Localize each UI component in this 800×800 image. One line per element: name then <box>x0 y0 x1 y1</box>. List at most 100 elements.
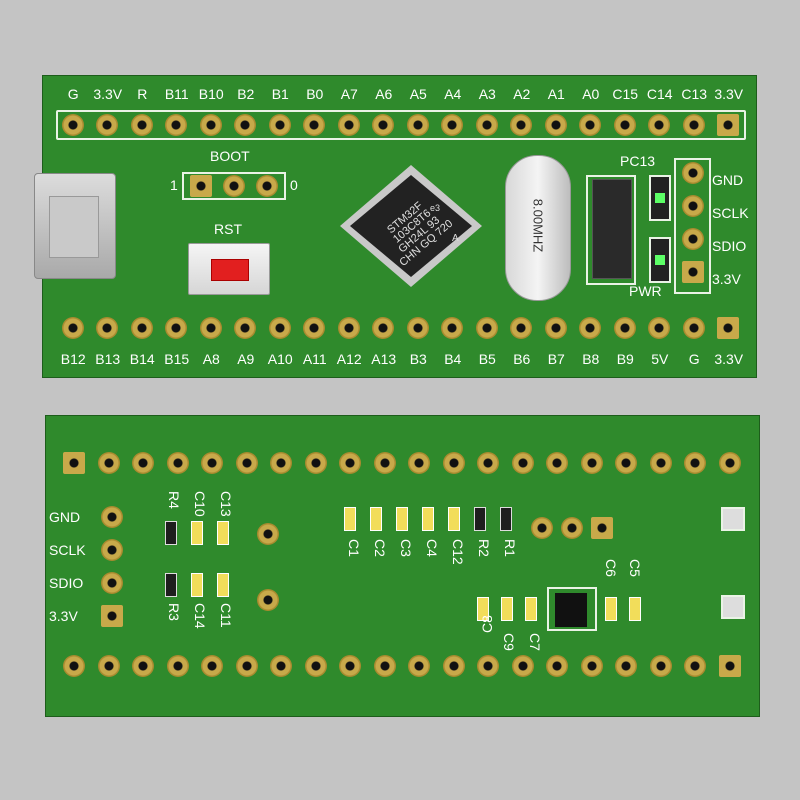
capacitor-c8 <box>477 597 489 621</box>
header-pad <box>339 655 361 677</box>
capacitor-c3 <box>396 507 408 531</box>
header-pad <box>545 114 567 136</box>
header-pad <box>235 452 258 474</box>
header-pad <box>407 114 429 136</box>
pin-label: B12 <box>60 351 86 367</box>
mcu-chip: STM32F 103C8T6 GH24L 93 CHN GQ 720 e3 A <box>338 163 484 289</box>
header-pad <box>648 114 670 136</box>
via-pad <box>531 517 553 539</box>
small-ic <box>555 593 587 627</box>
led-pwr <box>649 237 671 283</box>
reset-button[interactable] <box>188 243 270 295</box>
pin-label: G <box>67 86 79 102</box>
capacitor-c6 <box>605 597 617 621</box>
pcb-bottom-view: GND SCLK SDIO 3.3V R4 C10 C13 R3 C14 C11… <box>45 415 760 717</box>
pin-label: B3 <box>409 351 427 367</box>
pin-label: B7 <box>547 351 565 367</box>
header-pad <box>615 655 637 677</box>
resistor-r4 <box>165 521 177 545</box>
header-pad <box>166 655 189 677</box>
label-c11: C11 <box>218 603 234 628</box>
header-pad <box>441 114 463 136</box>
pin-label: B0 <box>306 86 324 102</box>
top-header-labels: G 3.3V R B11 B10 B2 B1 B0 A7 A6 A5 A4 A3… <box>56 86 746 102</box>
boot-pad <box>223 175 245 197</box>
header-pad <box>684 655 706 677</box>
header-pad <box>96 114 118 136</box>
header-pad <box>510 114 532 136</box>
pin-label: C14 <box>646 86 673 102</box>
swd-header-outline <box>674 158 711 294</box>
pin-label: B11 <box>164 86 189 102</box>
boot-label: BOOT <box>210 148 250 164</box>
crystal-oscillator: 8.00MHZ <box>505 155 571 301</box>
header-pad-square <box>63 452 85 474</box>
header-pad <box>683 317 705 339</box>
header-pad <box>442 452 465 474</box>
pin-label: A7 <box>340 86 358 102</box>
boot-zero-label: 0 <box>290 177 298 193</box>
header-pad <box>201 452 223 474</box>
swd-label-gnd: GND <box>49 509 81 525</box>
swd-pad <box>682 228 704 250</box>
header-pad-square <box>717 114 739 136</box>
header-pad <box>132 452 154 474</box>
pin-label: C15 <box>612 86 639 102</box>
header-pad <box>510 317 532 339</box>
capacitor-c1 <box>344 507 356 531</box>
header-pad <box>546 655 568 677</box>
capacitor-c5 <box>629 597 641 621</box>
pin-label: B4 <box>444 351 462 367</box>
header-pad <box>269 317 291 339</box>
header-pad <box>269 114 291 136</box>
capacitor-c13 <box>217 521 229 545</box>
header-pad <box>476 114 498 136</box>
pin-label: G <box>688 351 700 367</box>
swd-pad <box>101 572 123 594</box>
capacitor-c4 <box>422 507 434 531</box>
pin-label: A6 <box>375 86 393 102</box>
label-c5: C5 <box>627 559 643 577</box>
pin-label: 5V <box>651 351 669 367</box>
rst-label: RST <box>214 221 242 237</box>
pin-label: R <box>137 86 148 102</box>
header-pad <box>648 317 670 339</box>
pin-label: B14 <box>129 351 155 367</box>
header-pad <box>235 655 258 677</box>
header-pad <box>511 655 534 677</box>
label-c12: C12 <box>450 539 466 565</box>
top-pin-header <box>56 110 746 140</box>
resistor-r1 <box>500 507 512 531</box>
boot-jumper[interactable] <box>182 172 286 200</box>
boot-pad <box>190 175 212 197</box>
header-pad <box>407 317 429 339</box>
swd-pad <box>101 506 123 528</box>
regulator-outline <box>586 175 636 285</box>
swd-pad <box>682 195 704 217</box>
label-r2: R2 <box>476 539 492 557</box>
pin-label: A4 <box>444 86 462 102</box>
mount-pad-top <box>721 507 745 531</box>
label-r4: R4 <box>166 491 182 509</box>
label-c2: C2 <box>372 539 388 557</box>
header-pad <box>718 452 741 474</box>
header-pad <box>270 452 292 474</box>
header-pad <box>201 655 223 677</box>
pin-label: A3 <box>478 86 496 102</box>
usb-connector <box>34 173 116 279</box>
pin-label: A9 <box>237 351 255 367</box>
label-c10: C10 <box>192 491 208 517</box>
header-pad <box>579 317 601 339</box>
header-pad <box>304 452 327 474</box>
swd-label-sclk: SCLK <box>49 542 86 558</box>
pin-label: A0 <box>582 86 600 102</box>
header-pad <box>545 317 567 339</box>
header-pad <box>580 655 603 677</box>
header-pad <box>132 655 154 677</box>
label-c3: C3 <box>398 539 414 557</box>
pin-label: A10 <box>267 351 293 367</box>
bottom-header-labels: B12 B13 B14 B15 A8 A9 A10 A11 A12 A13 B3… <box>56 351 746 367</box>
capacitor-c9 <box>501 597 513 621</box>
header-pad <box>649 452 672 474</box>
header-pad-square <box>718 655 741 677</box>
